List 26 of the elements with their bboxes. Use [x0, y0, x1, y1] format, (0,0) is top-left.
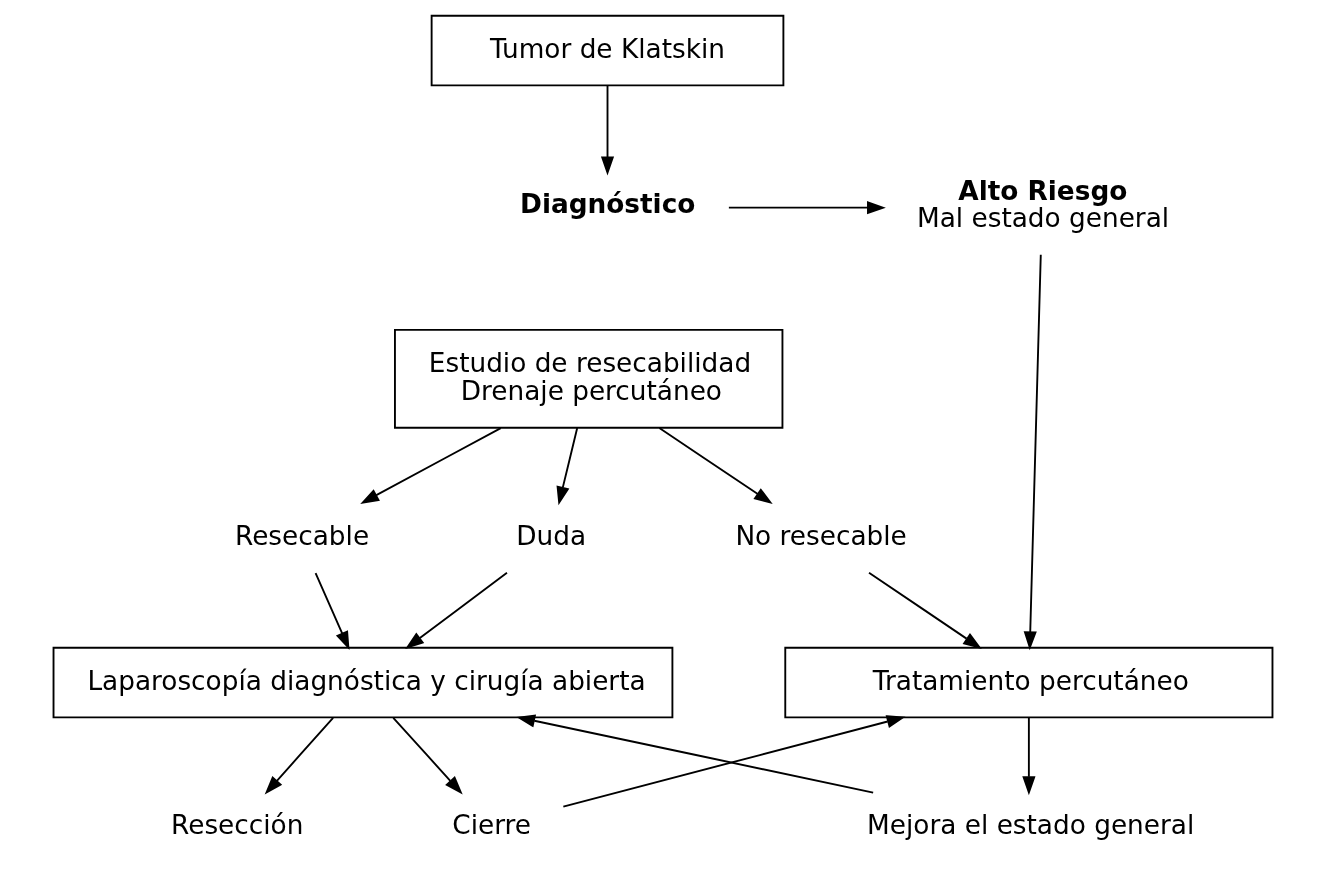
arrow [867, 571, 982, 649]
arrow [515, 714, 874, 794]
arrow [561, 715, 905, 808]
node-text: No resecable [734, 520, 907, 551]
arrow [1021, 716, 1035, 796]
arrow [556, 427, 578, 506]
node-box: Tratamiento percutáneo [783, 646, 1273, 719]
node-text: Diagnóstico [519, 188, 695, 219]
arrow [600, 84, 614, 176]
arrow [404, 571, 508, 650]
node-text: Resecable [234, 520, 369, 551]
node-text: Mejora el estado general [866, 810, 1194, 841]
arrow [391, 716, 463, 795]
node-box: Laparoscopía diagnóstica y cirugía abierta [52, 646, 673, 719]
arrow [727, 201, 886, 215]
node-text: Resección [170, 810, 303, 841]
arrow [657, 427, 773, 505]
arrow [264, 716, 334, 795]
node-box: Estudio de resecabilidad Drenaje percutáneo [393, 328, 783, 429]
arrow [1023, 253, 1042, 651]
node-text: Alto Riesgo Mal estado general [916, 176, 1169, 233]
arrow [314, 572, 349, 651]
arrow [359, 427, 502, 504]
node-text: Duda [515, 520, 586, 551]
node-box: Tumor de Klatskin [430, 14, 784, 87]
node-text: Cierre [451, 810, 531, 841]
